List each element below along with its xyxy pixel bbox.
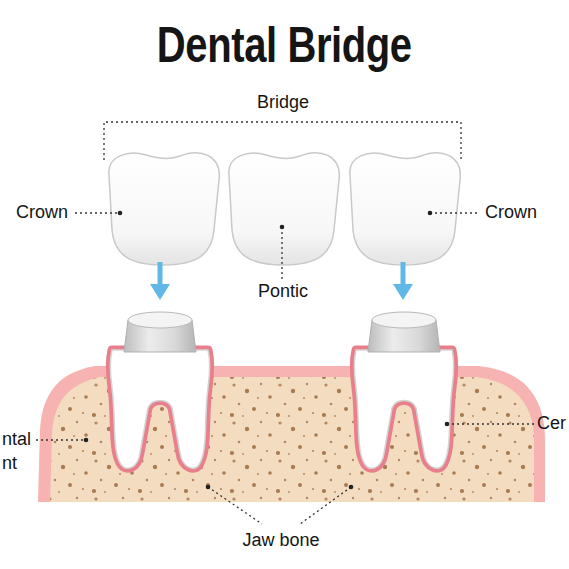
crown-label: Crown bbox=[485, 203, 537, 223]
part-label: ntal bbox=[2, 430, 31, 450]
part-label: Cer bbox=[537, 414, 566, 434]
diagram-title: Dental Bridge bbox=[157, 18, 412, 73]
part-label: nt bbox=[2, 454, 17, 474]
jaw-bone-label: Jaw bone bbox=[242, 531, 319, 551]
crown-label: Crown bbox=[16, 203, 68, 223]
pontic-label: Pontic bbox=[258, 282, 308, 302]
bridge-label: Bridge bbox=[257, 93, 309, 113]
